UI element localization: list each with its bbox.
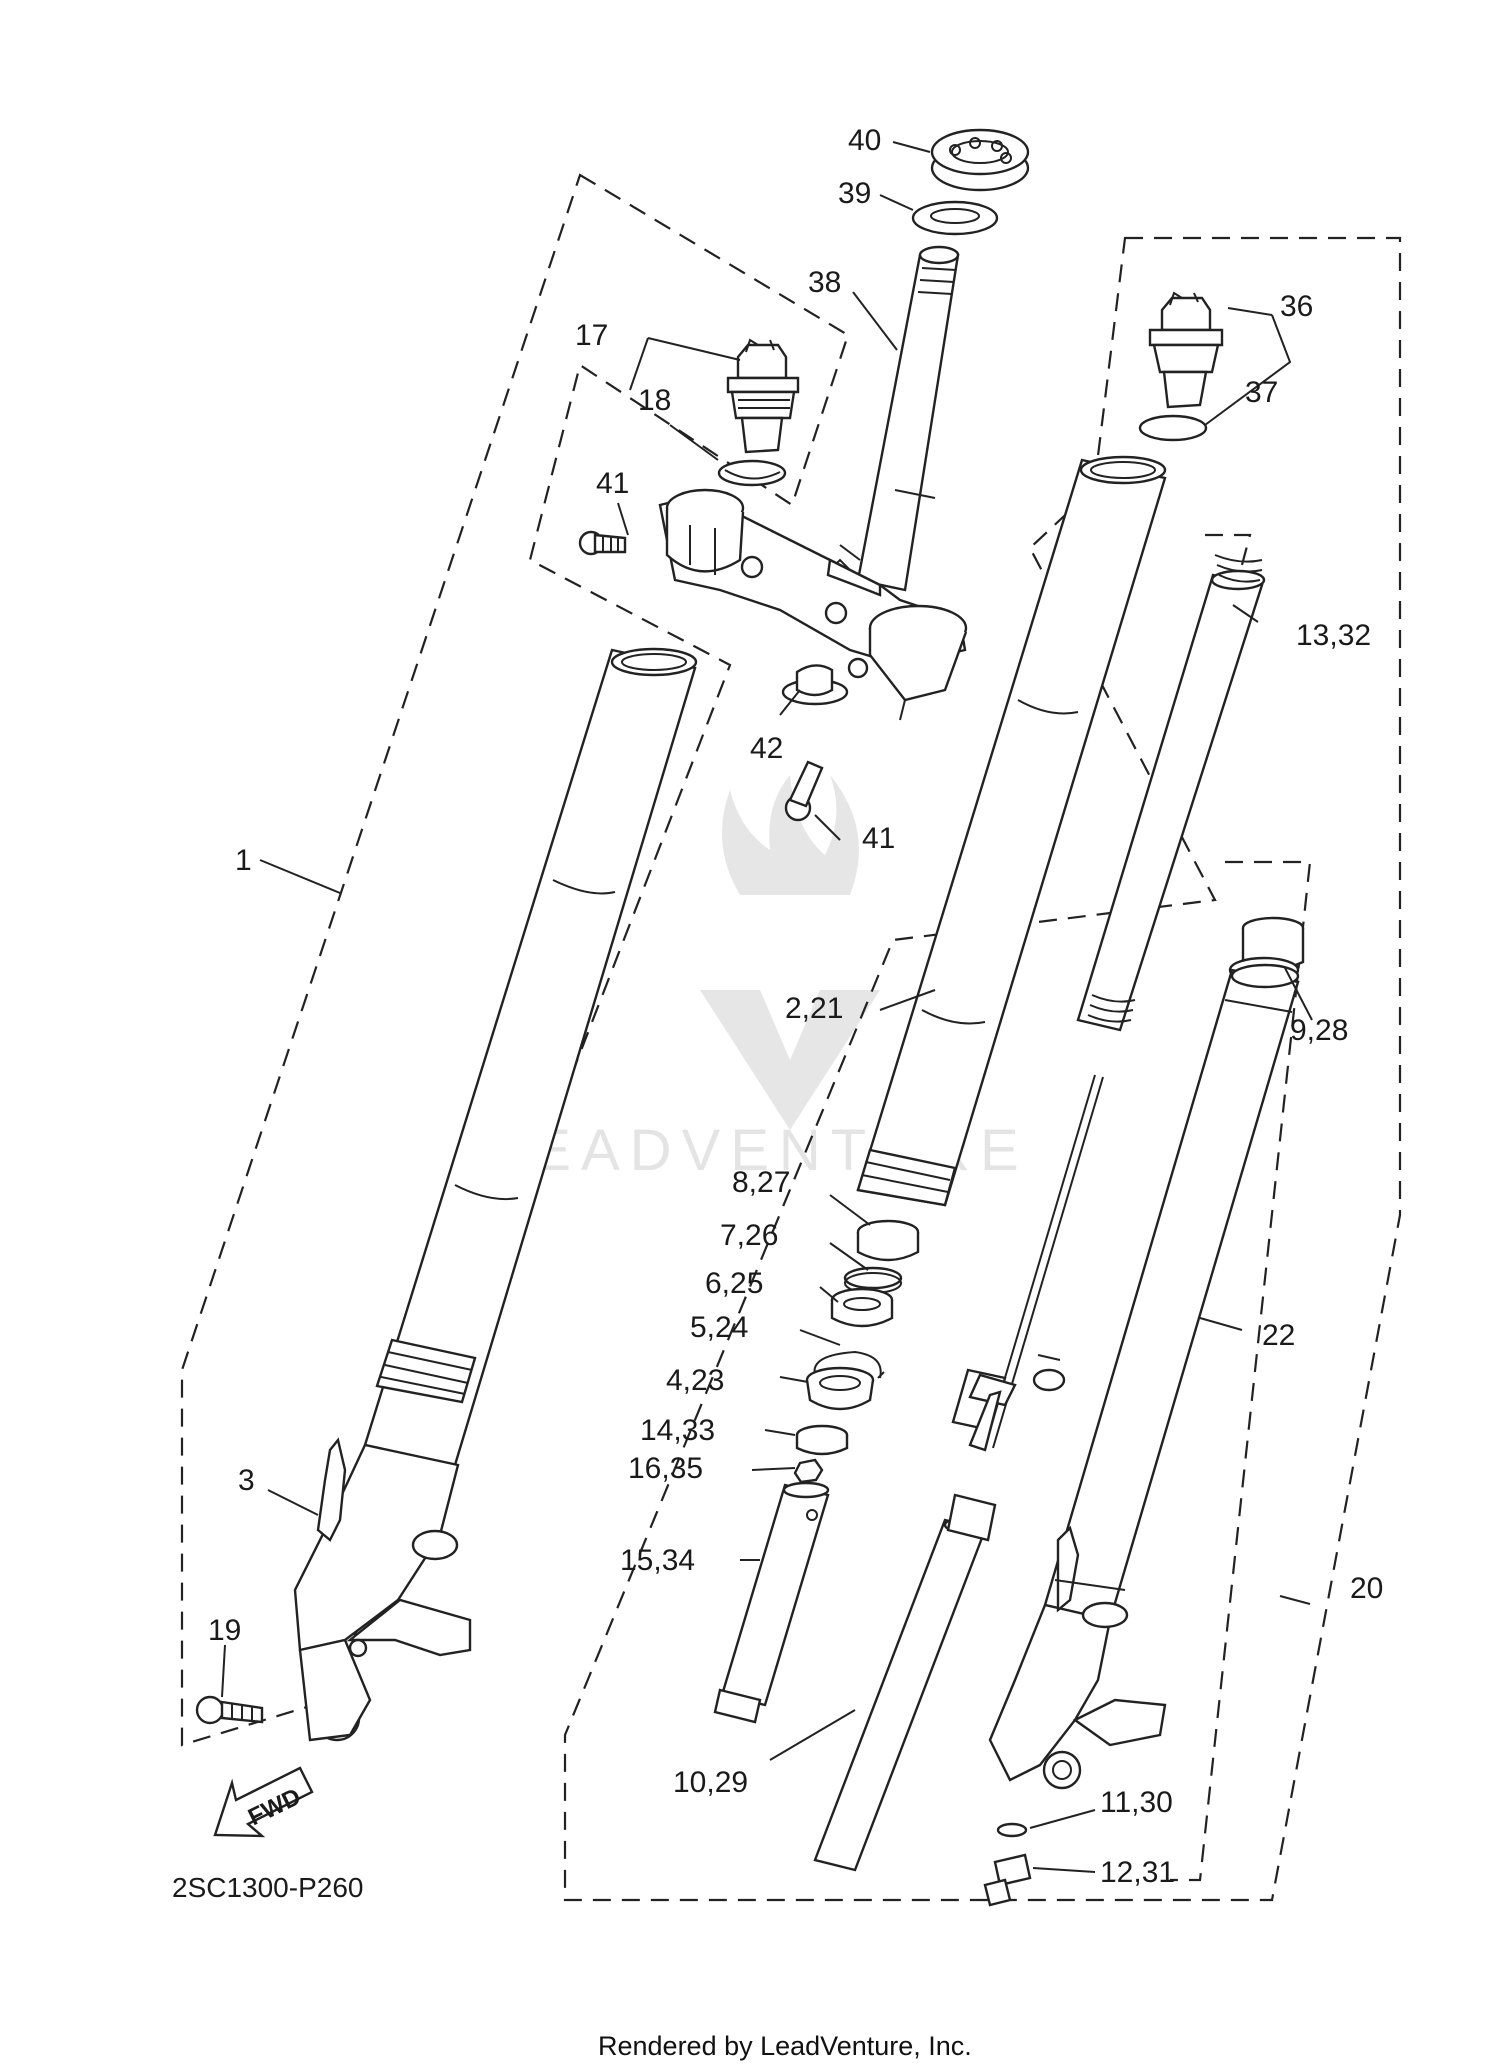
label-2-21: 2,21 (785, 992, 843, 1025)
label-13-32: 13,32 (1296, 619, 1371, 652)
render-credit: Rendered by LeadVenture, Inc. (598, 2031, 972, 2061)
label-12-31: 12,31 (1100, 1856, 1175, 1889)
part-bracket (658, 488, 968, 721)
label-19: 19 (208, 1614, 241, 1647)
part-22-inner-tube (1043, 963, 1300, 1622)
labels: 40 39 38 36 37 17 18 41 42 41 13,32 1 2,… (208, 124, 1383, 1889)
part-8-27-bushing (856, 1219, 920, 1262)
part-13-32-spring (1076, 554, 1266, 1032)
part-39-washer (911, 200, 999, 236)
label-41b: 41 (862, 822, 895, 855)
fwd-arrow: FWD (213, 1766, 314, 1838)
part-18-o-ring (717, 459, 787, 487)
label-4-23: 4,23 (666, 1364, 724, 1397)
part-41a-bolt (578, 530, 627, 556)
label-5-24: 5,24 (690, 1311, 748, 1344)
part-15-34-cylinder (713, 1481, 830, 1724)
label-8-27: 8,27 (732, 1166, 790, 1199)
part-16-35-nut (793, 1458, 824, 1484)
label-40: 40 (848, 124, 881, 157)
diagram-code: 2SC1300-P260 (172, 1872, 363, 1903)
label-39: 39 (838, 177, 871, 210)
group-outline-22 (1170, 860, 1312, 1882)
part-1-left-fork (293, 647, 698, 1742)
label-41a: 41 (596, 467, 629, 500)
label-17: 17 (575, 319, 608, 352)
label-22: 22 (1262, 1319, 1295, 1352)
part-14-33-washer (795, 1424, 849, 1456)
part-20-right-lower (988, 1525, 1167, 1790)
label-1: 1 (235, 844, 252, 877)
leader-lines (221, 141, 1313, 1873)
part-4-23-dust-seal (805, 1366, 875, 1411)
group-outline-1 (180, 173, 850, 1747)
part-37-o-ring (1138, 414, 1208, 442)
label-37: 37 (1245, 376, 1278, 409)
part-17-adjuster (726, 338, 800, 454)
label-9-28: 9,28 (1290, 1014, 1348, 1047)
part-12-31-bolt (983, 1853, 1032, 1907)
label-3: 3 (238, 1464, 255, 1497)
part-5-24-clip (813, 1350, 885, 1379)
part-42-washer (781, 664, 849, 706)
part-41b-bolt (784, 760, 824, 822)
label-36: 36 (1280, 290, 1313, 323)
label-14-33: 14,33 (640, 1414, 715, 1447)
label-15-34: 15,34 (620, 1544, 695, 1577)
part-19-bolt (195, 1695, 264, 1725)
label-20: 20 (1350, 1572, 1383, 1605)
label-6-25: 6,25 (705, 1267, 763, 1300)
part-6-25-oil-seal (830, 1287, 894, 1328)
label-11-30: 11,30 (1100, 1786, 1173, 1819)
part-40-steering-nut (930, 128, 1030, 192)
group-outline-20 (563, 236, 1402, 1902)
label-38: 38 (808, 266, 841, 299)
label-18: 18 (638, 384, 671, 417)
part-2-21-outer-tube (856, 455, 1167, 1207)
label-42: 42 (750, 732, 783, 765)
part-11-30-washer (996, 1822, 1028, 1838)
part-38-steering-stem (856, 245, 960, 592)
part-36-adjuster (1148, 291, 1224, 409)
label-16-35: 16,35 (628, 1452, 703, 1485)
label-7-26: 7,26 (720, 1219, 778, 1252)
label-10-29: 10,29 (673, 1766, 748, 1799)
part-10-29-damper-rod (813, 1074, 1104, 1872)
